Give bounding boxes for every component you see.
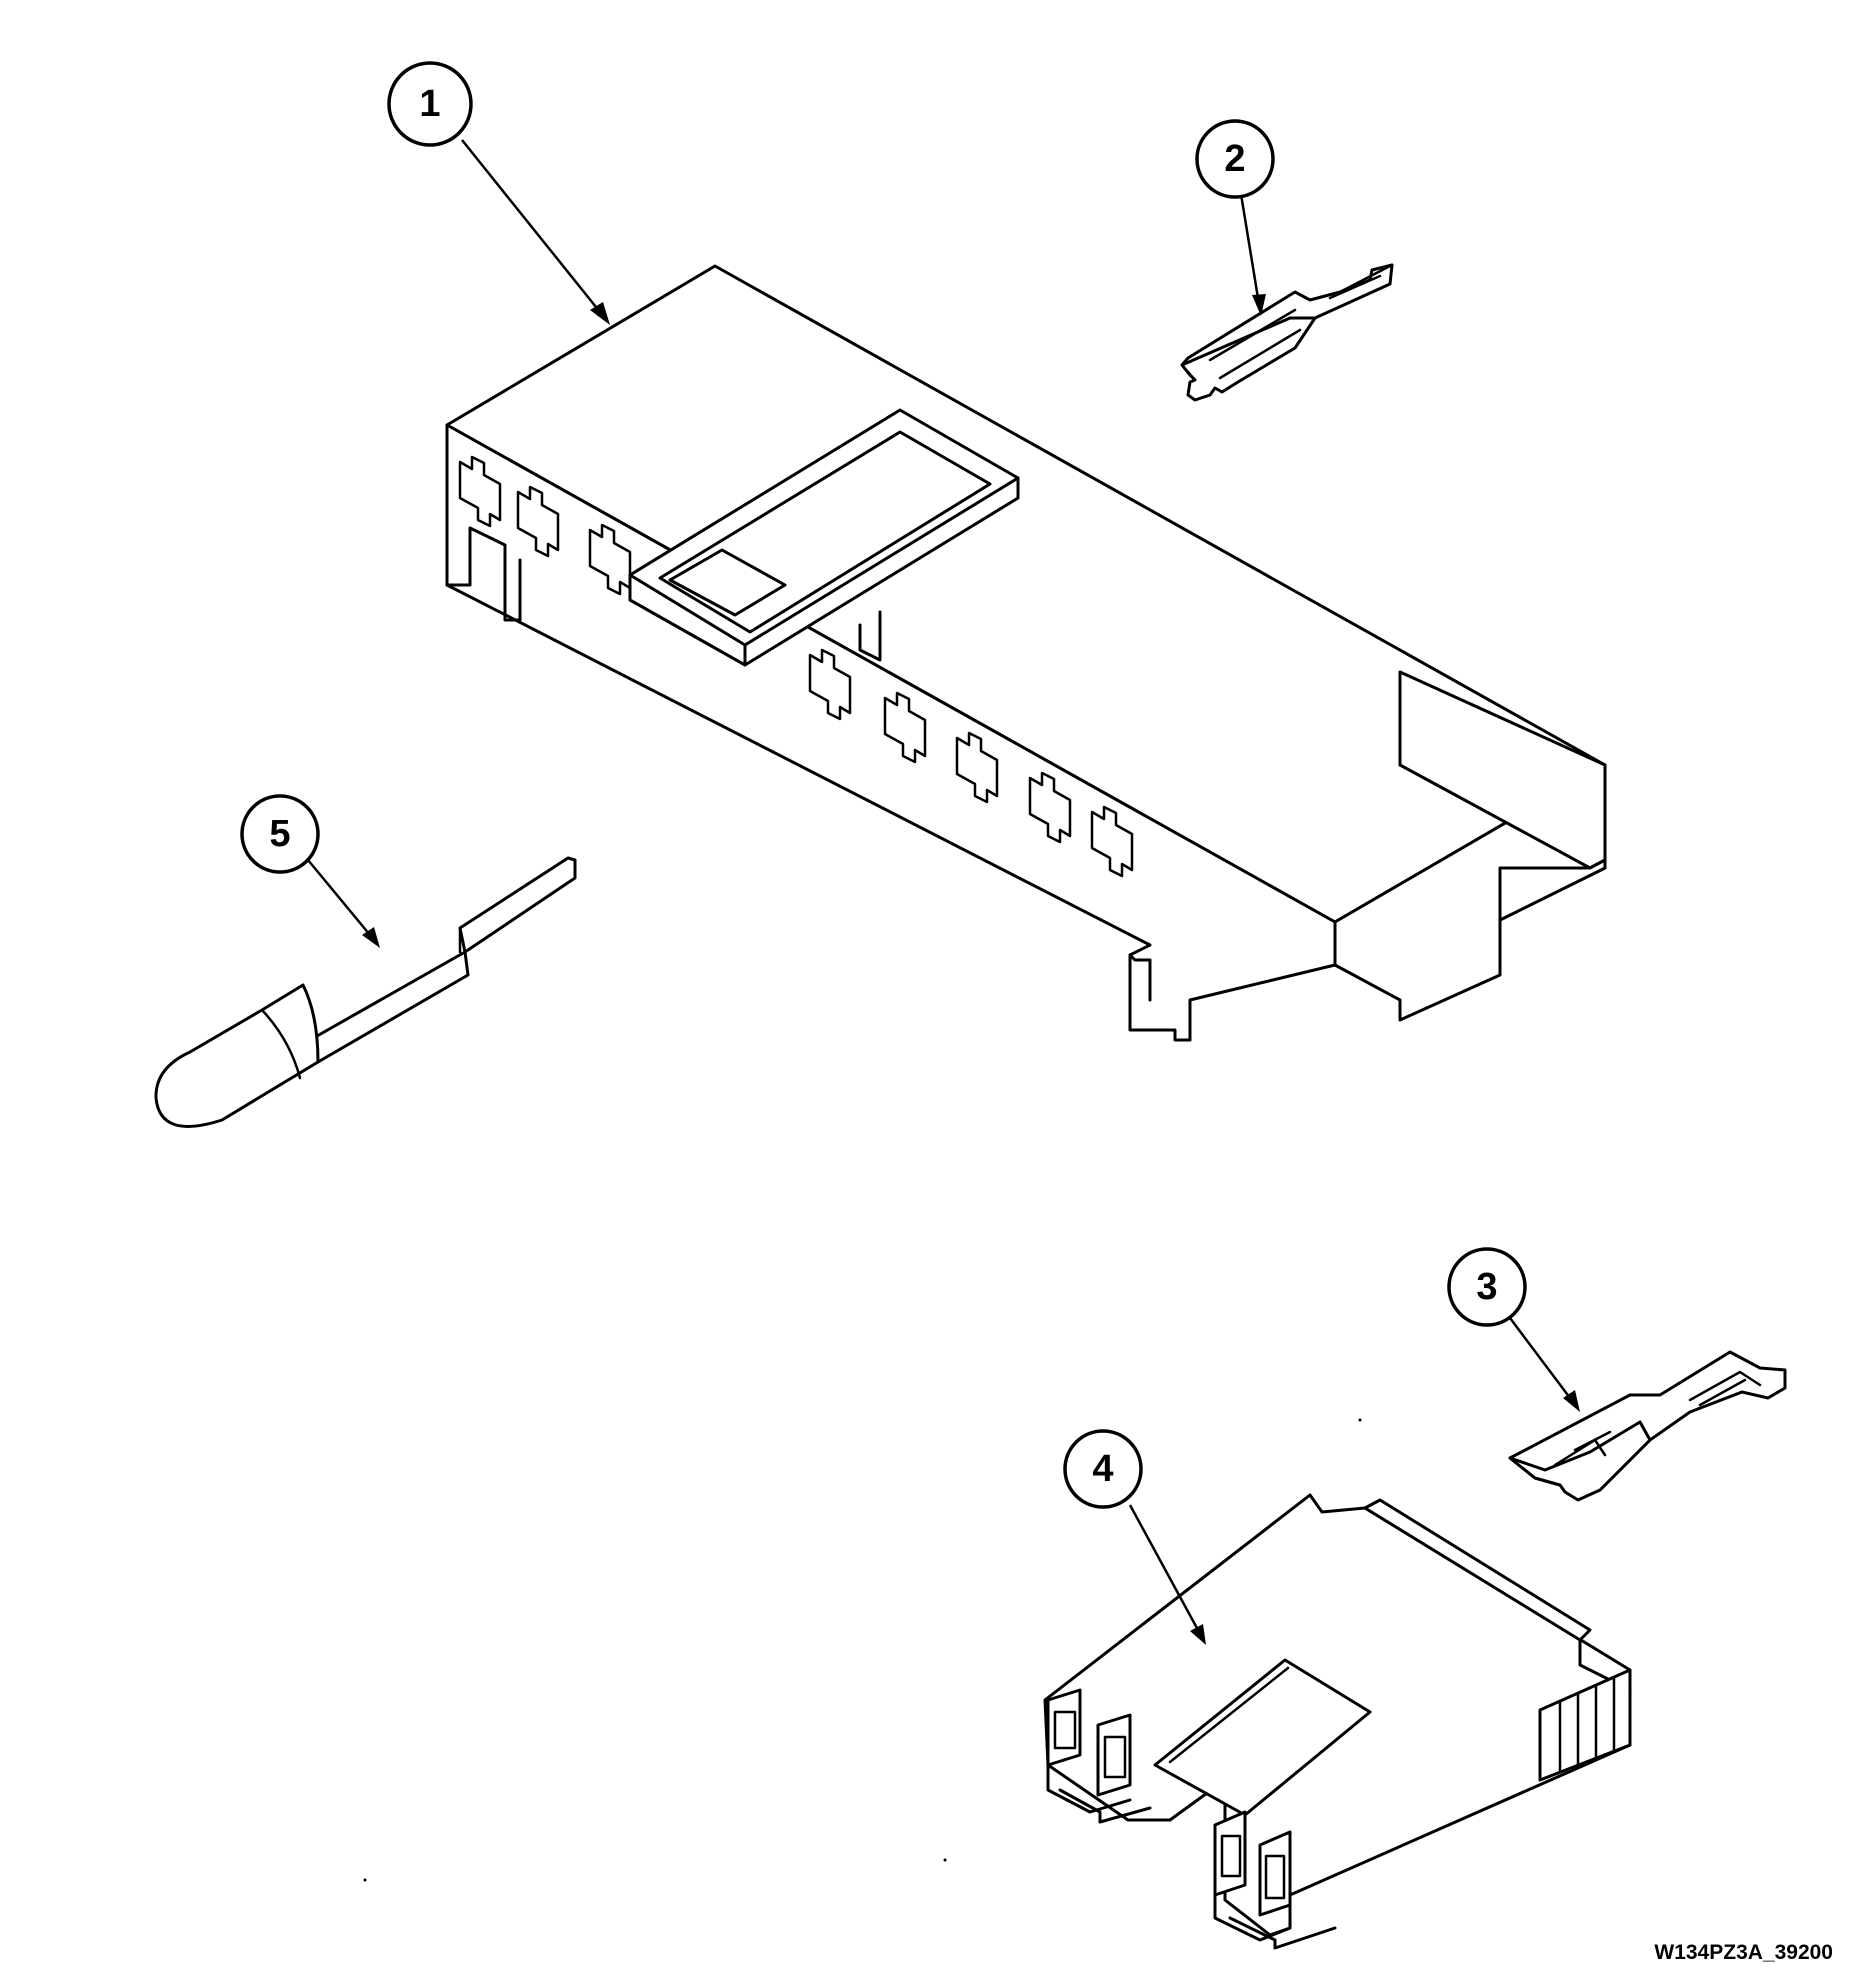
part-5-sensor-probe — [154, 856, 577, 1128]
callout-3: 3 — [1447, 1247, 1527, 1327]
part-2-terminal — [1180, 263, 1394, 402]
callout-2-label: 2 — [1224, 138, 1245, 180]
callout-3-label: 3 — [1476, 1266, 1497, 1308]
part-1-connector-housing — [445, 264, 1607, 1042]
latch-window — [628, 408, 1020, 667]
callout-5-label: 5 — [269, 813, 290, 855]
callout-1: 1 — [387, 61, 473, 147]
leader-lines — [307, 139, 1580, 1645]
part-4-connector — [1043, 1493, 1632, 1950]
callout-5: 5 — [240, 794, 320, 874]
callout-4: 4 — [1063, 1429, 1143, 1509]
part-3-terminal — [1508, 1350, 1787, 1502]
stray-dots — [363, 1418, 1362, 1882]
connector-cavities-right — [1213, 1810, 1337, 1950]
callout-2: 2 — [1195, 119, 1275, 199]
callout-4-label: 4 — [1092, 1448, 1113, 1490]
drawing-id: W134PZ3A_39200 — [1654, 1941, 1833, 1964]
callout-1-label: 1 — [419, 83, 440, 125]
connector-cavities-left — [1046, 1688, 1152, 1824]
terminal-slot-group-right — [808, 648, 1134, 878]
